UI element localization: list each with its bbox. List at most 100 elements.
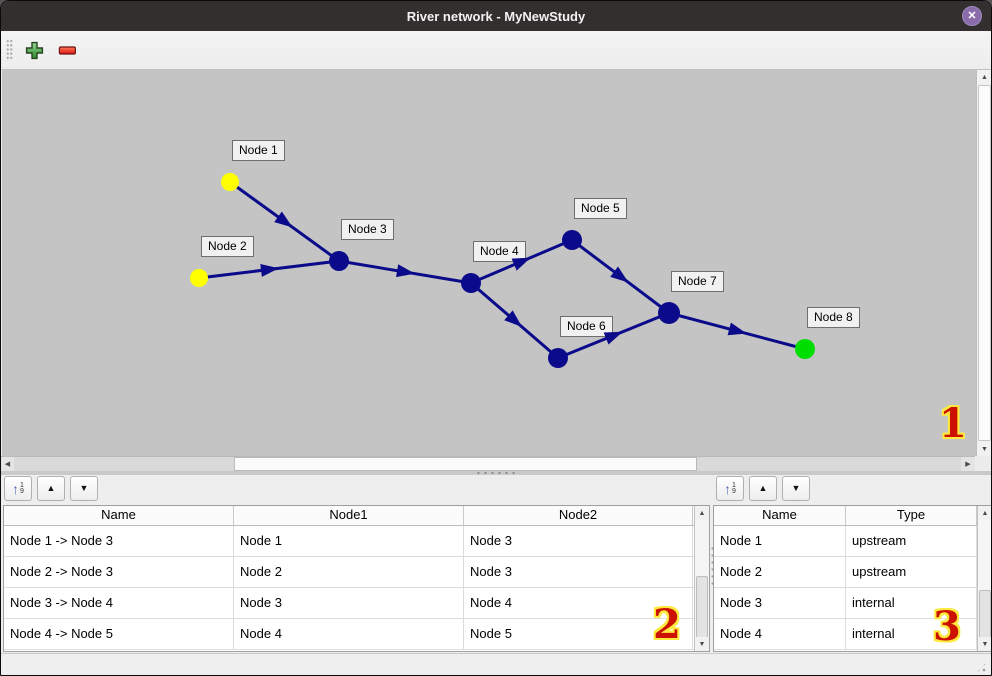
scroll-up-icon[interactable]: ▲	[695, 506, 709, 520]
annotation-2: 2	[653, 601, 681, 648]
node-label-node-3: Node 3	[341, 219, 394, 240]
vertical-splitter[interactable]	[710, 545, 715, 589]
scroll-down-icon[interactable]: ▼	[977, 442, 991, 456]
close-icon: ✕	[967, 9, 977, 22]
toolbar-drag-handle[interactable]	[6, 39, 13, 61]
table-cell[interactable]: upstream	[846, 526, 977, 556]
node-label-node-1: Node 1	[232, 140, 285, 161]
edge-arrow-icon	[511, 257, 531, 271]
splitter-dots	[475, 471, 517, 475]
node-node-7[interactable]	[658, 302, 680, 324]
node-node-8[interactable]	[795, 339, 815, 359]
title-bar: River network - MyNewStudy ✕	[1, 1, 991, 32]
table-cell[interactable]: Node 1 -> Node 3	[4, 526, 234, 556]
nodes-table-scrollbar[interactable]: ▲ ▼	[977, 506, 991, 651]
diagram-vertical-scrollbar[interactable]: ▲ ▼	[976, 70, 991, 456]
node-label-node-8: Node 8	[807, 307, 860, 328]
scroll-up-icon[interactable]: ▲	[977, 70, 991, 84]
links-move-down-button[interactable]: ▼	[70, 476, 98, 501]
node-node-2[interactable]	[190, 269, 208, 287]
column-header-node1[interactable]: Node1	[234, 506, 464, 525]
table-cell[interactable]: Node 3	[464, 526, 693, 556]
table-cell[interactable]: internal	[846, 619, 977, 649]
links-table-toolbar: ↑ 1 9 ▲ ▼	[4, 476, 98, 501]
column-header-node2[interactable]: Node2	[464, 506, 693, 525]
column-header-name[interactable]: Name	[714, 506, 846, 525]
table-cell[interactable]: Node 1	[714, 526, 846, 556]
edge-arrow-icon	[260, 264, 279, 277]
add-node-button[interactable]	[21, 37, 47, 63]
table-cell[interactable]: internal	[846, 588, 977, 618]
node-label-node-4: Node 4	[473, 241, 526, 262]
nodes-move-down-button[interactable]: ▼	[782, 476, 810, 501]
node-label-node-2: Node 2	[201, 236, 254, 257]
nodes-move-up-button[interactable]: ▲	[749, 476, 777, 501]
table-cell[interactable]: Node 3 -> Node 4	[4, 588, 234, 618]
scrollbar-corner	[976, 456, 991, 471]
scroll-left-icon[interactable]: ◀	[1, 457, 14, 471]
links-sort-button[interactable]: ↑ 1 9	[4, 476, 32, 501]
table-cell[interactable]: Node 5	[464, 619, 693, 649]
annotation-1: 1	[939, 400, 967, 447]
table-cell[interactable]: Node 4	[464, 588, 693, 618]
horizontal-splitter[interactable]	[1, 471, 991, 475]
table-cell[interactable]: Node 2	[714, 557, 846, 587]
table-cell[interactable]: Node 2 -> Node 3	[4, 557, 234, 587]
node-node-6[interactable]	[548, 348, 568, 368]
links-table-scrollbar[interactable]: ▲ ▼	[694, 506, 709, 651]
edge-arrow-icon	[396, 264, 415, 278]
annotation-3: 3	[933, 603, 961, 650]
edge-arrow-icon	[504, 310, 523, 328]
horizontal-scroll-thumb[interactable]	[234, 457, 697, 471]
node-node-3[interactable]	[329, 251, 349, 271]
table-cell[interactable]: Node 3	[464, 557, 693, 587]
main-toolbar	[1, 31, 991, 70]
resize-grip-icon[interactable]	[975, 661, 988, 674]
remove-node-button[interactable]	[54, 37, 80, 63]
table-cell[interactable]: Node 2	[234, 557, 464, 587]
nodes-scroll-thumb[interactable]	[979, 590, 991, 640]
scroll-right-icon[interactable]: ▶	[961, 457, 975, 471]
node-node-1[interactable]	[221, 173, 239, 191]
table-cell[interactable]: upstream	[846, 557, 977, 587]
add-plus-icon	[25, 41, 43, 59]
table-cell[interactable]: Node 4	[234, 619, 464, 649]
node-node-4[interactable]	[461, 273, 481, 293]
edge-arrow-icon	[610, 266, 629, 283]
network-svg	[190, 173, 815, 368]
vertical-scroll-thumb[interactable]	[978, 85, 991, 441]
scroll-down-icon[interactable]: ▼	[695, 637, 709, 651]
scroll-down-icon[interactable]: ▼	[978, 637, 991, 651]
edge-arrow-icon	[603, 331, 623, 345]
links-scroll-thumb[interactable]	[696, 576, 708, 640]
node-node-5[interactable]	[562, 230, 582, 250]
column-header-type[interactable]: Type	[846, 506, 977, 525]
table-cell[interactable]: Node 3	[714, 588, 846, 618]
table-cell[interactable]: Node 3	[234, 588, 464, 618]
diagram-horizontal-scrollbar[interactable]: ◀ ▶	[1, 456, 975, 471]
column-header-name[interactable]: Name	[4, 506, 234, 525]
sort-icon: ↑ 1 9	[724, 480, 736, 497]
table-cell[interactable]: Node 4 -> Node 5	[4, 619, 234, 649]
nodes-sort-button[interactable]: ↑ 1 9	[716, 476, 744, 501]
close-button[interactable]: ✕	[962, 6, 982, 26]
table-cell[interactable]: Node 1	[234, 526, 464, 556]
table-cell[interactable]: Node 4	[714, 619, 846, 649]
scroll-up-icon[interactable]: ▲	[978, 506, 991, 520]
links-move-up-button[interactable]: ▲	[37, 476, 65, 501]
